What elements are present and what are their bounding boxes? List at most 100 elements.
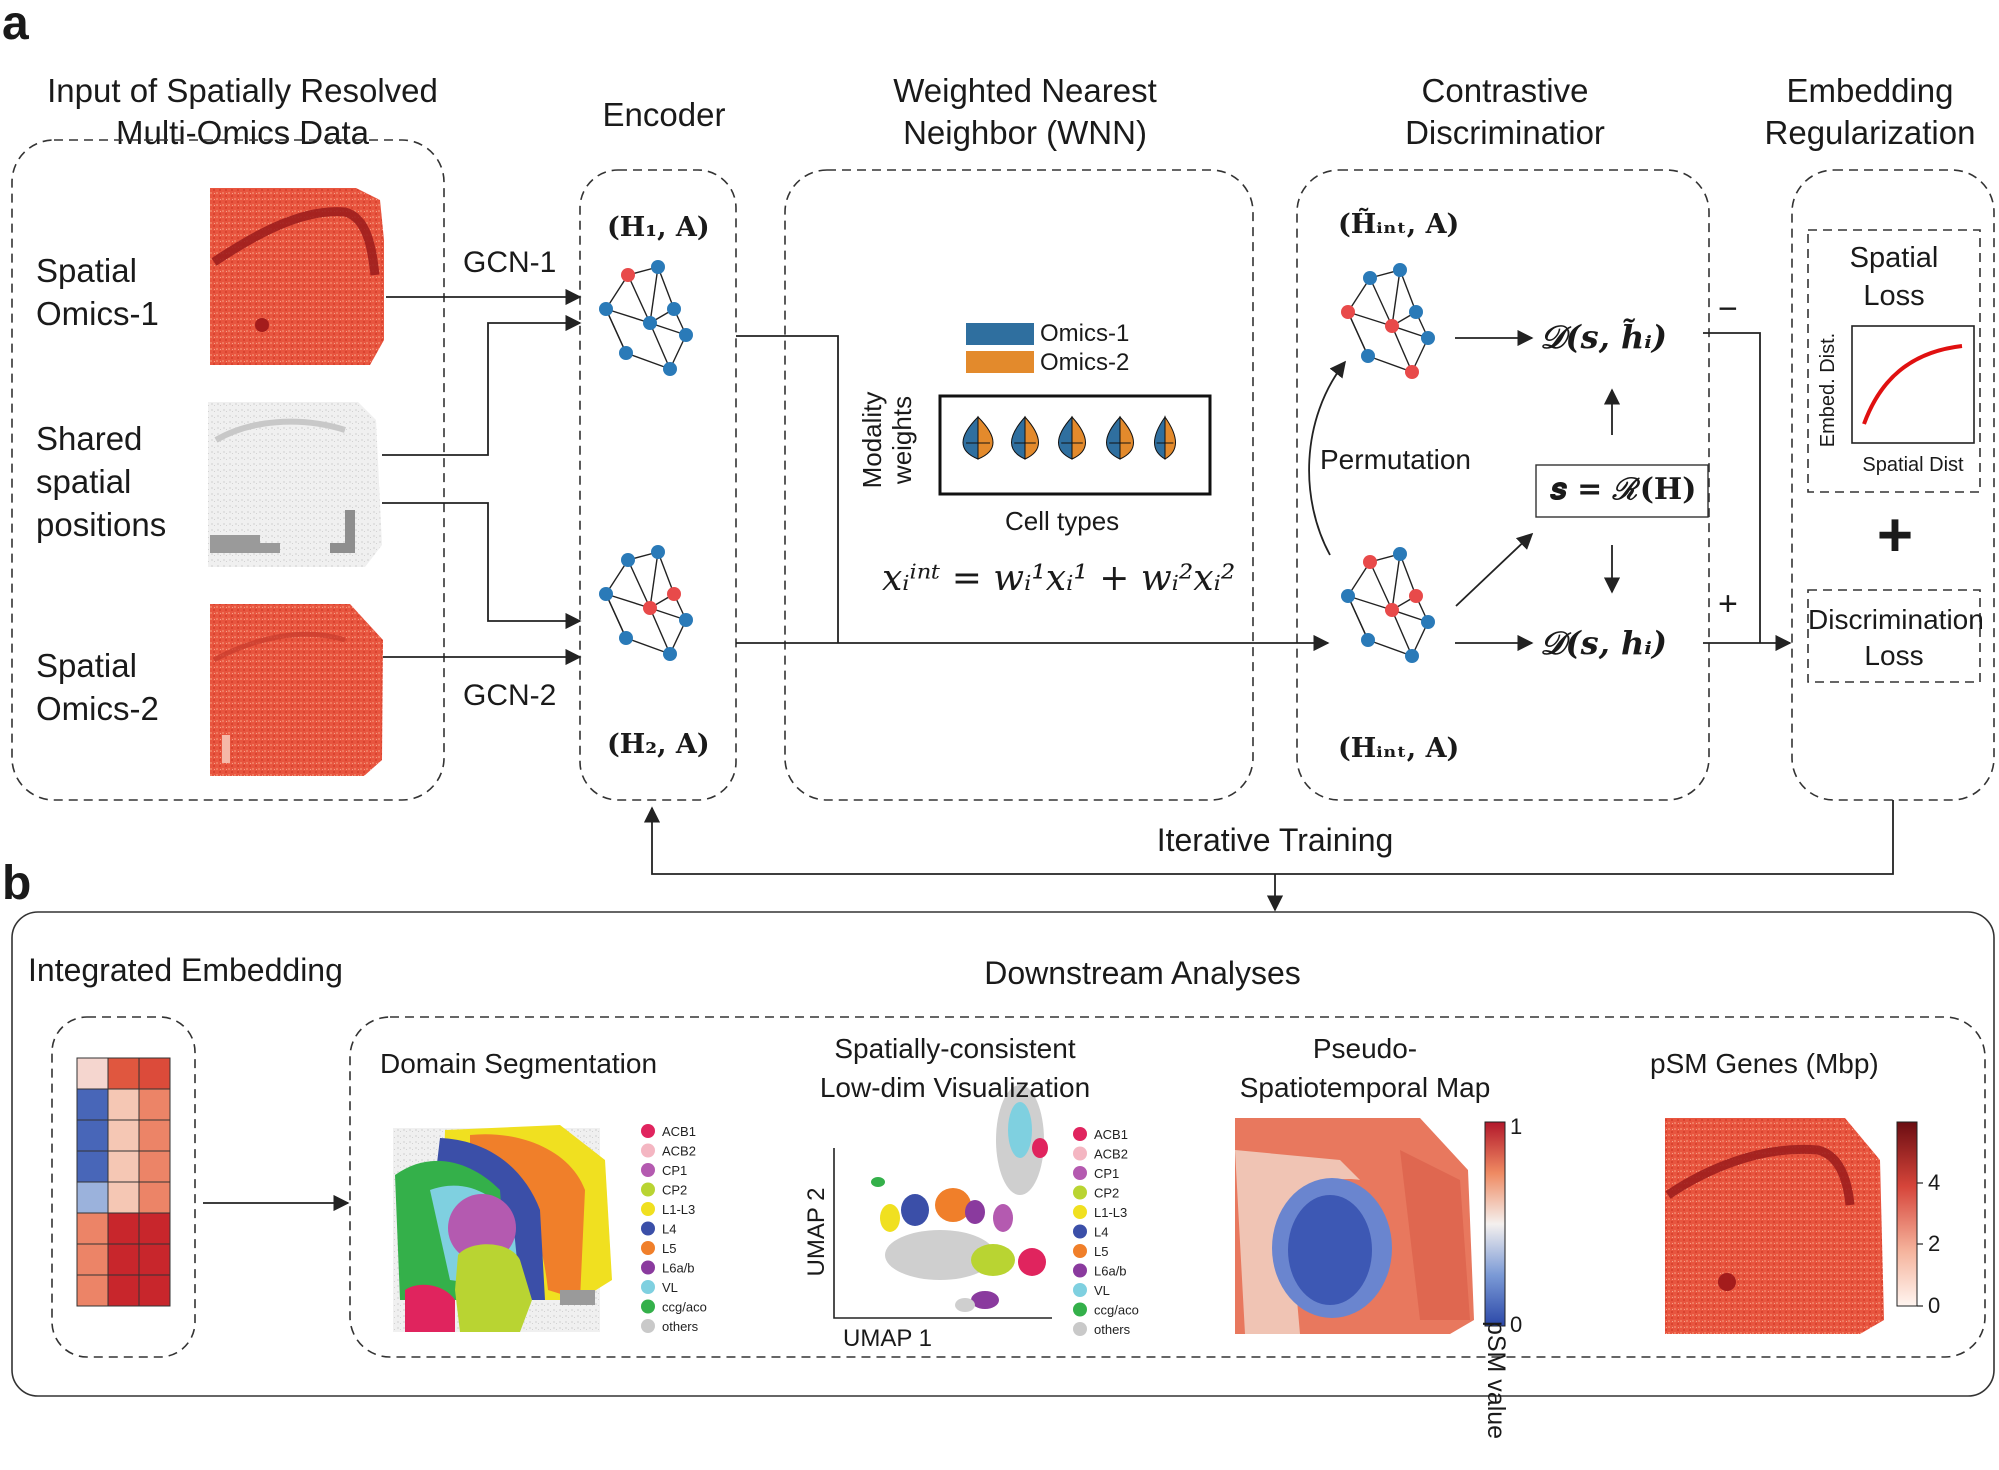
psm-colorbar	[1484, 1121, 1506, 1327]
spatial-omics-1-image	[210, 188, 384, 365]
h2-label: (H₂, A)	[607, 729, 710, 760]
legend-label: L5	[662, 1241, 676, 1256]
graph-node	[1409, 305, 1423, 319]
panel-a-letter: a	[2, 0, 29, 50]
diagram-canvas: ACB1ACB2CP1CP2L1-L3L4L5L6a/bVLccg/acooth…	[11, 139, 1995, 1397]
violin-4	[1106, 415, 1134, 460]
graph-node	[1363, 271, 1377, 285]
visualization-title: Spatially-consistent Low-dim Visualizati…	[819, 1033, 1091, 1103]
legend-label: ccg/aco	[662, 1300, 707, 1315]
plus-sign: +	[1718, 585, 1738, 623]
legend-marker	[641, 1241, 655, 1255]
graph-node	[619, 346, 633, 360]
psm-genes-title: pSM Genes (Mbp)	[1650, 1048, 1879, 1079]
encoder-header: Encoder	[602, 96, 726, 133]
graph-h1	[599, 260, 693, 376]
legend-marker	[641, 1280, 655, 1294]
graph-node	[1405, 365, 1419, 379]
legend-label: ACB1	[662, 1124, 696, 1139]
loss-plus-sign: +	[1876, 501, 1914, 570]
psm-tick-0: 0	[1510, 1312, 1523, 1337]
wnn-box	[784, 169, 1254, 801]
graph-node	[599, 302, 613, 316]
graph-node	[1385, 319, 1399, 333]
umap-plot	[833, 1085, 1052, 1319]
legend-marker	[1073, 1302, 1087, 1317]
modality-weights-label: Modality weights	[857, 391, 917, 489]
legend-marker	[641, 1143, 655, 1158]
psm-value-label: pSM value	[1482, 1320, 1510, 1440]
legend-marker	[1073, 1322, 1087, 1336]
graph-node	[619, 631, 633, 645]
heatmap-cell	[107, 1243, 140, 1276]
legend-marker	[641, 1260, 655, 1275]
legend-marker	[641, 1163, 655, 1177]
violin-2	[1011, 415, 1039, 460]
panel-b-letter: b	[2, 857, 32, 910]
embedding-box	[51, 1016, 196, 1358]
readout-box	[1535, 464, 1709, 518]
graph-node	[1393, 547, 1407, 561]
regularization-box	[1791, 169, 1995, 801]
graph-node	[1341, 589, 1355, 603]
graph-node	[621, 268, 635, 282]
spatial-omics-2-label: Spatial Omics-2	[36, 647, 159, 727]
legend-marker	[1073, 1283, 1087, 1297]
h1-label: (H₁, A)	[607, 212, 710, 243]
graph-node	[667, 302, 681, 316]
heatmap-cell	[138, 1150, 171, 1183]
h-tilde-label: (H̃ᵢₙₜ, A)	[1338, 209, 1460, 240]
gene-tick-2: 2	[1928, 1231, 1941, 1256]
shared-positions-image	[208, 402, 382, 567]
gene-tick-0: 0	[1928, 1293, 1941, 1318]
legend-marker	[1073, 1185, 1087, 1200]
graph-node	[679, 328, 693, 342]
wnn-equation: xᵢⁱⁿᵗ = wᵢ¹xᵢ¹ + wᵢ²xᵢ²	[882, 558, 1236, 599]
legend-label: L4	[1094, 1225, 1108, 1240]
shared-positions-label: Shared spatial positions	[36, 420, 167, 543]
heatmap-cell	[138, 1181, 171, 1214]
legend-marker	[641, 1299, 655, 1314]
discrimination-loss-label: Discrimination Loss	[1808, 604, 1984, 672]
graph-node	[621, 553, 635, 567]
legend-label: ACB2	[1094, 1147, 1128, 1162]
legend-marker	[1073, 1127, 1087, 1141]
psm-tick-1: 1	[1510, 1114, 1523, 1139]
discriminator-box	[1296, 169, 1710, 801]
d-negative: 𝒟(𝒔, h̃ᵢ)	[1540, 318, 1668, 356]
legend-label: others	[1094, 1322, 1131, 1337]
heatmap-cell	[107, 1088, 140, 1121]
heatmap-cell	[107, 1181, 140, 1214]
heatmap-cell	[107, 1274, 140, 1307]
gene-tick-4: 4	[1928, 1170, 1941, 1195]
graph-node	[643, 601, 657, 615]
legend-label: CP2	[662, 1183, 687, 1198]
legend-label: L1-L3	[1094, 1205, 1127, 1220]
heatmap-cell	[76, 1181, 109, 1214]
gcn-1-label: GCN-1	[463, 246, 557, 279]
input-box	[11, 139, 445, 801]
legend-marker	[641, 1182, 655, 1197]
heatmap-cell	[138, 1212, 171, 1245]
gene-colorbar	[1896, 1121, 1918, 1307]
cell-types-label: Cell types	[1005, 506, 1120, 536]
violin-3	[1058, 415, 1086, 460]
spatial-loss-box	[1807, 229, 1981, 493]
spatial-omics-1-label: Spatial Omics-1	[36, 252, 159, 332]
h-int-label: (Hᵢₙₜ, A)	[1338, 733, 1460, 764]
legend-omics-1: Omics-1	[1040, 320, 1130, 347]
graph-node	[679, 613, 693, 627]
graph-node	[1405, 649, 1419, 663]
legend-label: VL	[1094, 1283, 1110, 1298]
embed-dist-label: Embed. Dist.	[1817, 332, 1839, 448]
gcn-2-label: GCN-2	[463, 679, 557, 712]
heatmap-cell	[138, 1274, 171, 1307]
graph-node	[663, 362, 677, 376]
legend-label: CP2	[1094, 1186, 1119, 1201]
legend-swatch-omics-2	[966, 351, 1034, 373]
graph-node	[1363, 555, 1377, 569]
integrated-embedding-label: Integrated Embedding	[28, 952, 343, 988]
downstream-box	[349, 1016, 1986, 1358]
legend-marker	[641, 1221, 655, 1236]
legend-marker	[641, 1124, 655, 1138]
